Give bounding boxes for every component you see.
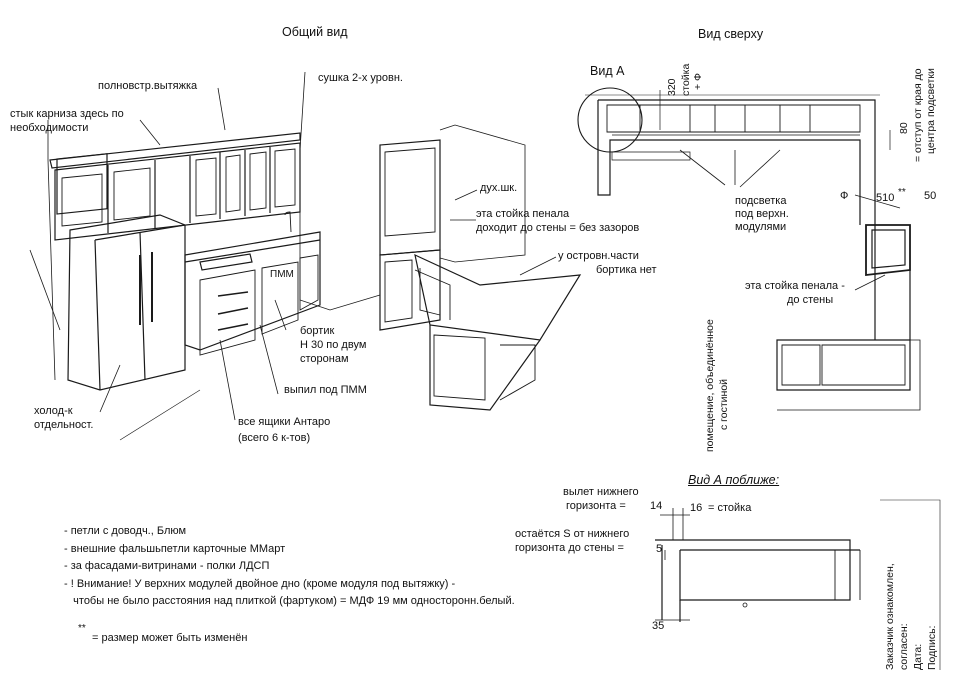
remains-label-1: остаётся S от нижнего xyxy=(515,528,630,540)
pantry-label-2: доходит до стены = без зазоров xyxy=(476,222,640,234)
note-item: - петли с доводч., Блюм xyxy=(64,525,187,537)
top-pantry-label-2: до стены xyxy=(787,294,834,306)
view-a-label: Вид А xyxy=(590,64,625,78)
note-item: - внешние фальшьпетли карточные ММарт xyxy=(64,542,286,555)
pantry-label-1: эта стойка пенала xyxy=(476,208,570,220)
dim-320: 320 xyxy=(666,78,678,96)
note-item: - за фасадами-витринами - полки ЛДСП xyxy=(64,560,270,573)
phi-label: Ф xyxy=(840,190,849,202)
signature-line-3: Дата: xyxy=(912,643,924,670)
island-label-1: у островн.части xyxy=(558,250,639,262)
signature-line-2: согласен: xyxy=(898,623,910,670)
view-a-closer-title: Вид А поближе: xyxy=(688,473,780,487)
top-view-title: Вид сверху xyxy=(698,27,764,41)
dim-5: 5 xyxy=(656,543,663,555)
border-label-1: бортик xyxy=(300,325,335,337)
signature-line-4: Подпись: xyxy=(926,625,938,670)
pmm-label: ПММ xyxy=(270,269,294,280)
overhang-label-2: горизонта = xyxy=(566,500,626,512)
top-view-drawing xyxy=(577,87,921,411)
signature-box xyxy=(880,499,941,670)
border-label-2: Н 30 по двум xyxy=(300,339,367,351)
dim-14: 14 xyxy=(650,500,663,512)
offset-label-2: центра подсветки xyxy=(925,68,937,154)
footnote-mark: ** xyxy=(78,623,86,634)
post-eq-label: = стойка xyxy=(708,502,752,514)
dim-510: 510 xyxy=(876,192,895,204)
drawers-label-2: (всего 6 к-тов) xyxy=(238,432,311,444)
oven-label: дух.шк. xyxy=(480,182,518,194)
dryer-label: сушка 2-х уровн. xyxy=(318,72,403,84)
dim-50: 50 xyxy=(924,190,937,202)
post-label-2: + Ф xyxy=(692,72,704,90)
light-label-1: подсветка xyxy=(735,195,787,207)
dim-16: 16 xyxy=(690,502,703,514)
note-item: - ! Внимание! У верхних модулей двойное … xyxy=(64,577,456,590)
room-label-2: с гостиной xyxy=(718,378,730,430)
dim-35: 35 xyxy=(652,620,665,632)
note-item: чтобы не было расстояния над плиткой (фа… xyxy=(64,595,515,608)
offset-label-1: = отступ от края до xyxy=(912,68,924,162)
cutout-label: выпил под ПММ xyxy=(284,384,367,396)
overhang-label-1: вылет нижнего xyxy=(563,486,639,498)
remains-label-2: горизонта до стены = xyxy=(515,542,624,554)
drawers-label-1: все ящики Антаро xyxy=(238,416,331,428)
detail-view-drawing xyxy=(655,508,861,622)
post-label-1: стойка xyxy=(680,63,692,96)
fridge-label-2: отдельност. xyxy=(34,419,94,431)
general-view-title: Общий вид xyxy=(282,25,348,39)
dim-510-mark: ** xyxy=(898,187,906,198)
footnote-text: = размер может быть изменён xyxy=(92,632,248,644)
room-label-1: помещение, объединённое xyxy=(704,319,716,452)
notes-list: - петли с доводч., Блюм - внешние фальшь… xyxy=(64,523,515,611)
cornice-label-2: необходимости xyxy=(10,122,89,134)
light-label-2: под верхн. xyxy=(735,208,789,220)
fridge-label-1: холод-к xyxy=(34,405,73,417)
general-view-drawing xyxy=(29,71,582,441)
island-label-2: бортика нет xyxy=(596,264,657,276)
cornice-label-1: стык карниза здесь по xyxy=(10,108,124,120)
light-label-3: модулями xyxy=(735,221,787,233)
hood-label: полновстр.вытяжка xyxy=(98,80,198,92)
signature-line-1: Заказчик ознакомлен, xyxy=(884,563,896,670)
dim-80: 80 xyxy=(898,122,910,134)
border-label-3: сторонам xyxy=(300,353,349,365)
top-pantry-label-1: эта стойка пенала - xyxy=(745,280,845,292)
